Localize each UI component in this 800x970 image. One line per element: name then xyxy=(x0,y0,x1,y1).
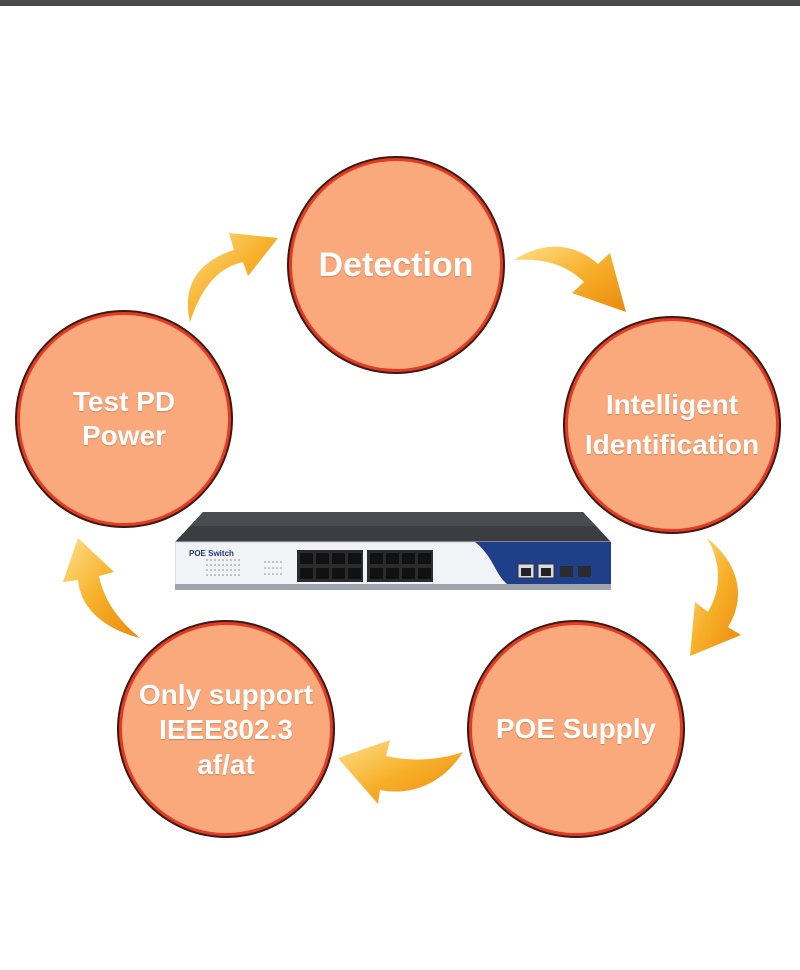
node-poe-supply-label: POE Supply xyxy=(495,713,657,744)
node-detection: Detection xyxy=(289,158,503,372)
arrow-supply-to-only xyxy=(338,740,463,804)
device-label: POE Switch xyxy=(189,549,234,558)
arrow-detection-to-intelligent xyxy=(514,246,626,312)
uplink-ports xyxy=(517,563,591,579)
node-intelligent-identification-label: Intelligent Identification xyxy=(584,389,760,460)
arrow-only-to-test xyxy=(63,538,140,638)
arrow-test-to-detection xyxy=(187,233,278,322)
poe-switch-device xyxy=(175,512,611,590)
ethernet-ports-group-1 xyxy=(297,550,363,582)
node-test-pd-power: Test PD Power xyxy=(17,312,231,526)
node-test-pd-power-label: Test PD Power xyxy=(72,386,176,451)
node-only-support: Only support IEEE802.3 af/at xyxy=(119,622,333,836)
vent-dots xyxy=(206,559,282,576)
node-poe-supply: POE Supply xyxy=(469,622,683,836)
top-bar xyxy=(0,0,800,6)
node-intelligent-identification: Intelligent Identification xyxy=(565,318,779,532)
node-detection-label: Detection xyxy=(318,245,474,284)
arrow-intelligent-to-supply xyxy=(690,538,741,656)
node-only-support-label: Only support IEEE802.3 af/at xyxy=(138,678,314,780)
ethernet-ports-group-2 xyxy=(367,550,433,582)
